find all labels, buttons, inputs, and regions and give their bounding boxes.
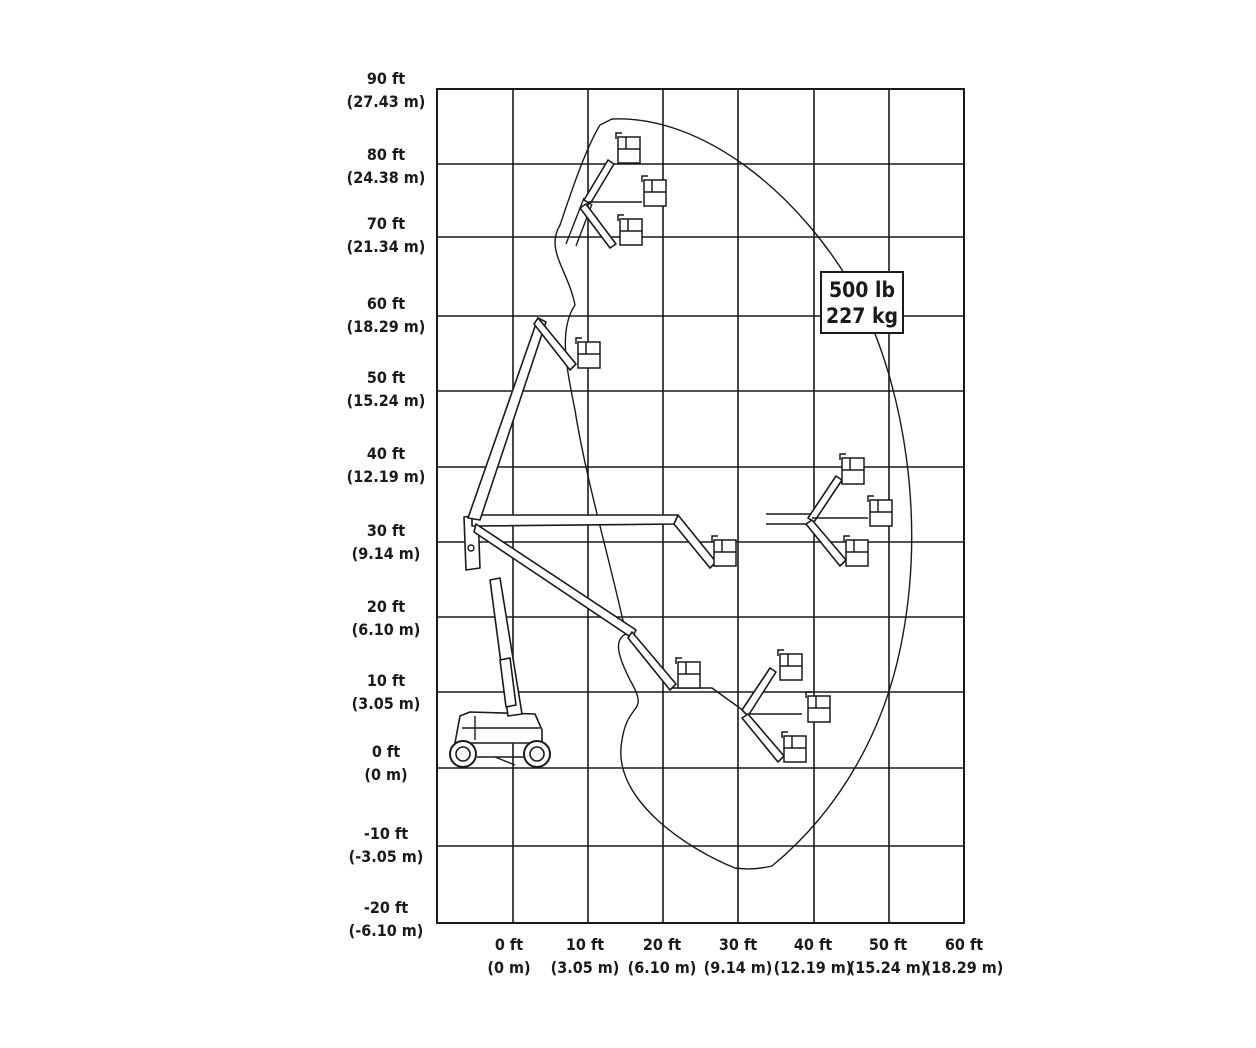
x-label-ft: 20 ft	[643, 935, 681, 954]
x-label-ft: 50 ft	[869, 935, 907, 954]
platform-icon	[777, 649, 803, 681]
jib-raised	[533, 317, 577, 371]
y-label-m: (24.38 m)	[347, 168, 426, 187]
y-label-ft: 40 ft	[367, 444, 405, 463]
wheel-icon	[523, 740, 551, 768]
load-capacity-metric: 227 kg	[826, 304, 898, 328]
working-envelope-outline	[554, 118, 913, 870]
y-label-ft: 10 ft	[367, 671, 405, 690]
jib-horizontal	[673, 514, 717, 569]
x-label-ft: 60 ft	[945, 935, 983, 954]
y-label-ft: 90 ft	[367, 69, 405, 88]
y-label-ft: -10 ft	[364, 824, 408, 843]
boom-extension-high	[565, 197, 585, 245]
y-label-m: (27.43 m)	[347, 92, 426, 111]
jib-lowered	[627, 631, 677, 691]
x-label-ft: 40 ft	[794, 935, 832, 954]
jib-low-reach	[741, 667, 777, 717]
x-label-m: (3.05 m)	[551, 958, 620, 977]
load-capacity-box: 500 lb 227 kg	[820, 271, 904, 334]
x-label-m: (18.29 m)	[925, 958, 1004, 977]
y-label-ft: 70 ft	[367, 214, 405, 233]
lower-riser	[489, 577, 523, 717]
x-label-m: (0 m)	[487, 958, 530, 977]
y-label-m: (0 m)	[364, 765, 407, 784]
x-label-m: (9.14 m)	[704, 958, 773, 977]
jib-high-down	[579, 203, 617, 249]
y-label-ft: 60 ft	[367, 294, 405, 313]
platform-icon	[675, 657, 701, 689]
x-label-ft: 0 ft	[495, 935, 523, 954]
y-label-ft: 20 ft	[367, 597, 405, 616]
y-label-m: (15.24 m)	[347, 391, 426, 410]
platform-icon	[839, 453, 865, 485]
y-axis-labels: 90 ft (27.43 m) 80 ft (24.38 m) 70 ft (2…	[347, 69, 426, 940]
y-label-ft: 30 ft	[367, 521, 405, 540]
x-label-m: (15.24 m)	[849, 958, 928, 977]
y-label-ft: 50 ft	[367, 368, 405, 387]
y-label-ft: 0 ft	[372, 742, 400, 761]
boom-lift	[449, 159, 868, 768]
grid-horizontal-lines	[437, 163, 964, 847]
platform-icon	[711, 535, 737, 567]
load-capacity-imperial: 500 lb	[829, 278, 895, 302]
y-label-m: (3.05 m)	[352, 694, 421, 713]
y-label-m: (-3.05 m)	[349, 847, 424, 866]
y-label-m: (6.10 m)	[352, 620, 421, 639]
platform-icon	[615, 132, 641, 164]
boom-horizontal	[471, 514, 679, 527]
lower-riser-cylinder	[499, 657, 517, 708]
y-label-m: (-6.10 m)	[349, 921, 424, 940]
jib-mid-reach-down	[805, 519, 847, 567]
x-axis-labels: 0 ft (0 m) 10 ft (3.05 m) 20 ft (6.10 m)…	[487, 935, 1003, 977]
x-label-m: (6.10 m)	[628, 958, 697, 977]
y-label-m: (18.29 m)	[347, 317, 426, 336]
y-label-m: (9.14 m)	[352, 544, 421, 563]
y-label-m: (12.19 m)	[347, 467, 426, 486]
x-label-ft: 30 ft	[719, 935, 757, 954]
y-label-ft: -20 ft	[364, 898, 408, 917]
platform-icon	[575, 337, 601, 369]
grid-vertical-lines	[512, 89, 890, 923]
platform-icon	[641, 175, 667, 207]
wheel-icon	[449, 740, 477, 768]
platform-icon	[805, 691, 831, 723]
y-label-m: (21.34 m)	[347, 237, 426, 256]
jib-low-reach-down	[741, 713, 785, 763]
platform-icon	[867, 495, 893, 527]
x-label-m: (12.19 m)	[774, 958, 853, 977]
y-label-ft: 80 ft	[367, 145, 405, 164]
boom-raised	[467, 317, 547, 521]
jib-mid-reach	[807, 475, 843, 523]
platform-icon	[843, 535, 869, 567]
platform-icon	[781, 731, 807, 763]
x-label-ft: 10 ft	[566, 935, 604, 954]
grid-frame	[436, 88, 965, 924]
platform-icon	[617, 214, 643, 246]
